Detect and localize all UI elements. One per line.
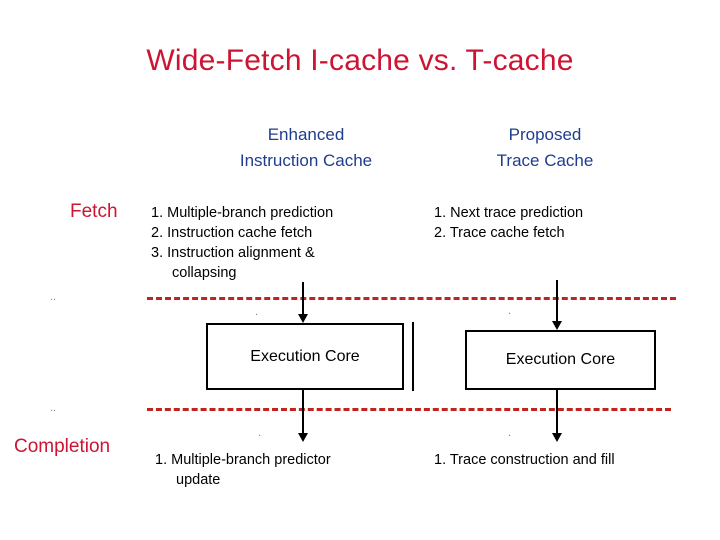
completion-step-left-1: 1. Multiple-branch predictor	[155, 452, 331, 468]
fetch-step-right-1: 1. Next trace prediction	[434, 205, 584, 221]
column-header-left-line2: Instruction Cache	[239, 151, 373, 170]
stage-label-completion: Completion	[14, 436, 111, 457]
scan-artifact-f: .	[508, 427, 512, 439]
stage-separator-bottom	[147, 408, 671, 411]
execution-core-left-side-rule	[412, 322, 414, 391]
fetch-step-right-2: 2. Trace cache fetch	[434, 225, 565, 241]
completion-step-right-1: 1. Trace construction and fill	[434, 452, 615, 468]
column-header-left: Enhanced Instruction Cache	[196, 122, 416, 174]
column-header-right-line1: Proposed	[508, 125, 582, 144]
arrow-exec-to-completion-right-head	[552, 433, 562, 442]
arrow-fetch-to-exec-right-line	[556, 280, 558, 323]
scan-artifact-a: ..	[50, 291, 57, 303]
fetch-step-left-3-cont: collapsing	[172, 265, 237, 281]
fetch-steps-right: 1. Next trace prediction 2. Trace cache …	[434, 203, 583, 243]
arrow-fetch-to-exec-right-head	[552, 321, 562, 330]
arrow-fetch-to-exec-left-line	[302, 282, 304, 316]
arrow-exec-to-completion-left-head	[298, 433, 308, 442]
arrow-fetch-to-exec-left-head	[298, 314, 308, 323]
fetch-step-left-3: 3. Instruction alignment &	[151, 245, 315, 261]
column-header-left-line1: Enhanced	[267, 125, 345, 144]
stage-label-fetch: Fetch	[70, 201, 118, 222]
scan-artifact-e: .	[258, 427, 262, 439]
stage-separator-top	[147, 297, 676, 300]
column-header-right: Proposed Trace Cache	[452, 122, 638, 174]
page-title: Wide-Fetch I-cache vs. T-cache	[146, 44, 574, 77]
scan-artifact-b: ..	[50, 402, 57, 414]
completion-steps-left: 1. Multiple-branch predictor update	[155, 450, 331, 490]
execution-core-box-left: Execution Core	[206, 323, 404, 390]
execution-core-box-right: Execution Core	[465, 330, 656, 390]
arrow-exec-to-completion-left-line	[302, 390, 304, 435]
fetch-steps-left: 1. Multiple-branch prediction 2. Instruc…	[151, 203, 333, 283]
scan-artifact-c: .	[255, 306, 259, 318]
column-header-right-line2: Trace Cache	[496, 151, 594, 170]
fetch-step-left-2: 2. Instruction cache fetch	[151, 225, 313, 241]
completion-step-left-1-cont: update	[176, 472, 221, 488]
fetch-step-left-1: 1. Multiple-branch prediction	[151, 205, 334, 221]
completion-steps-right: 1. Trace construction and fill	[434, 450, 615, 470]
scan-artifact-d: .	[508, 305, 512, 317]
arrow-exec-to-completion-right-line	[556, 390, 558, 435]
